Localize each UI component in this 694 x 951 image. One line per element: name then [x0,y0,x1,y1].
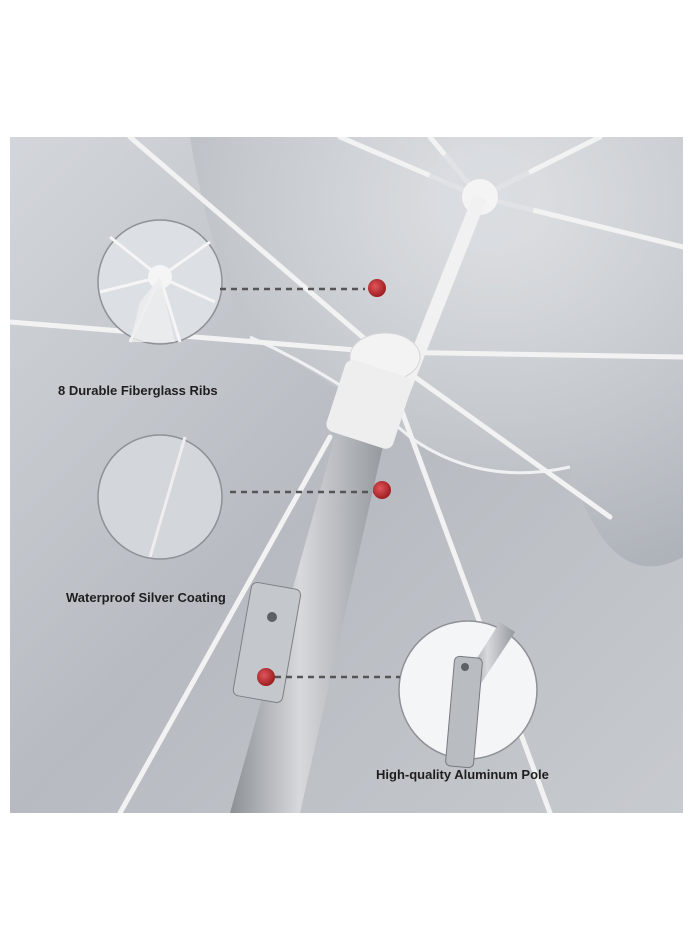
zoom-circle-ribs [97,219,223,345]
marker-pole [257,668,275,686]
zoom-circle-pole [398,620,538,769]
pole [230,437,385,813]
tilt-joint [232,581,302,704]
marker-ribs [368,279,386,297]
callout-label-pole: High-quality Aluminum Pole [376,767,549,782]
tilt-screw [267,612,277,622]
runner-sleeve [326,359,413,449]
callout-label-ribs: 8 Durable Fiberglass Ribs [58,383,218,398]
umbrella-photo: 8 Durable Fiberglass Ribs Waterproof Sil… [10,137,683,813]
zoom-circle-coating [97,434,223,560]
marker-coating [373,481,391,499]
callout-label-coating: Waterproof Silver Coating [66,590,226,605]
umbrella-illustration [10,137,683,813]
callout-lines [220,287,400,679]
